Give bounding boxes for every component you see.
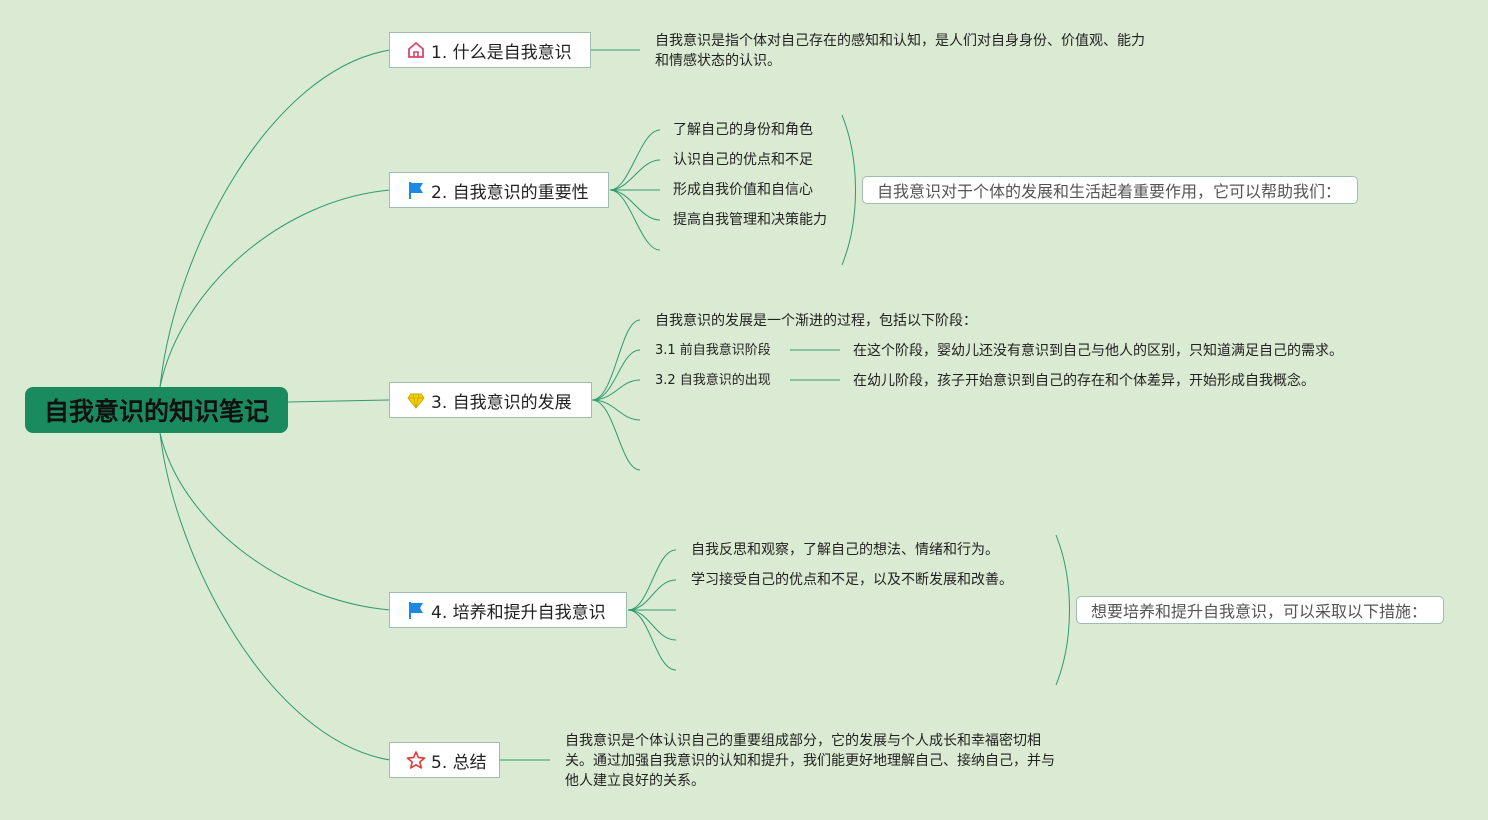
connector-topic2-item1 bbox=[609, 129, 661, 191]
topic-2-item-3: 形成自我价值和自信心 bbox=[673, 182, 813, 198]
topic-1-label: 1. 什么是自我意识 bbox=[431, 42, 572, 63]
connector-topic2-item2 bbox=[609, 159, 661, 191]
topic-2[interactable]: 2. 自我意识的重要性 bbox=[389, 172, 609, 208]
flag-icon bbox=[406, 600, 426, 620]
topic-5-content-line-1: 自我意识是个体认识自己的重要组成部分，它的发展与个人成长和幸福密切相 bbox=[565, 733, 1041, 749]
root-topic[interactable]: 自我意识的知识笔记 bbox=[25, 387, 288, 433]
connector-topic3-branch3 bbox=[591, 379, 641, 401]
topic-2-item-1: 了解自己的身份和角色 bbox=[673, 122, 813, 138]
diamond-icon bbox=[406, 390, 426, 410]
topic-4-summary[interactable]: 想要培养和提升自我意识，可以采取以下措施： bbox=[1076, 596, 1444, 624]
topic-4-label: 4. 培养和提升自我意识 bbox=[431, 602, 606, 623]
connector-root-topic3 bbox=[287, 399, 391, 403]
stage-1-desc: 在这个阶段，婴幼儿还没有意识到自己与他人的区别，只知道满足自己的需求。 bbox=[853, 343, 1343, 359]
topic-2-summary[interactable]: 自我意识对于个体的发展和生活起着重要作用，它可以帮助我们： bbox=[862, 176, 1358, 204]
topic-2-label: 2. 自我意识的重要性 bbox=[431, 182, 589, 203]
topic-3[interactable]: 3. 自我意识的发展 bbox=[389, 382, 592, 418]
connector-root-topic2 bbox=[159, 189, 391, 388]
stage-2-name: 3.2 自我意识的出现 bbox=[655, 373, 771, 388]
connector-topic3-branch4 bbox=[591, 399, 641, 421]
connector-topic3-branch2 bbox=[591, 349, 641, 401]
connector-topic2-item5 bbox=[609, 189, 661, 251]
topic-4[interactable]: 4. 培养和提升自我意识 bbox=[389, 592, 627, 628]
topic-5-label: 5. 总结 bbox=[431, 752, 487, 773]
star-icon bbox=[406, 750, 426, 770]
topic-2-item-2: 认识自己的优点和不足 bbox=[673, 152, 813, 168]
connector-topic3-branch5 bbox=[591, 399, 641, 471]
topic-1-content: 自我意识是指个体对自己存在的感知和认知，是人们对自身身份、价值观、能力和情感状态… bbox=[655, 33, 1145, 69]
connector-topic4-item5 bbox=[627, 609, 677, 671]
connector-root-topic1 bbox=[159, 49, 391, 388]
summary-brace-topic2 bbox=[841, 114, 856, 266]
topic-1[interactable]: 1. 什么是自我意识 bbox=[389, 32, 591, 68]
connector-topic2-item4 bbox=[609, 189, 661, 221]
topic-5-content-line-3: 他人建立良好的关系。 bbox=[565, 773, 705, 789]
topic-5-content-line-2: 关。通过加强自我意识的认知和提升，我们能更好地理解自己、接纳自己，并与 bbox=[565, 753, 1055, 769]
connector-root-topic5 bbox=[159, 432, 391, 761]
topic-2-item-4: 提高自我管理和决策能力 bbox=[673, 212, 827, 228]
connector-topic4-item1 bbox=[627, 549, 677, 611]
topic-5[interactable]: 5. 总结 bbox=[389, 742, 500, 778]
topic-4-item-1: 自我反思和观察，了解自己的想法、情绪和行为。 bbox=[691, 542, 999, 558]
connector-topic4-item4 bbox=[627, 609, 677, 641]
connector-root-topic4 bbox=[159, 432, 391, 611]
stage-2-desc: 在幼儿阶段，孩子开始意识到自己的存在和个体差异，开始形成自我概念。 bbox=[853, 373, 1315, 389]
topic-4-item-2: 学习接受自己的优点和不足，以及不断发展和改善。 bbox=[691, 572, 1013, 588]
connector-topic3-branch1 bbox=[591, 319, 641, 401]
summary-brace-topic4 bbox=[1055, 534, 1070, 686]
house-icon bbox=[406, 40, 426, 60]
flag-icon bbox=[406, 180, 426, 200]
connector-topic4-item2 bbox=[627, 579, 677, 611]
topic-3-label: 3. 自我意识的发展 bbox=[431, 392, 572, 413]
topic-3-intro: 自我意识的发展是一个渐进的过程，包括以下阶段： bbox=[655, 313, 977, 329]
stage-1-name: 3.1 前自我意识阶段 bbox=[655, 343, 771, 358]
